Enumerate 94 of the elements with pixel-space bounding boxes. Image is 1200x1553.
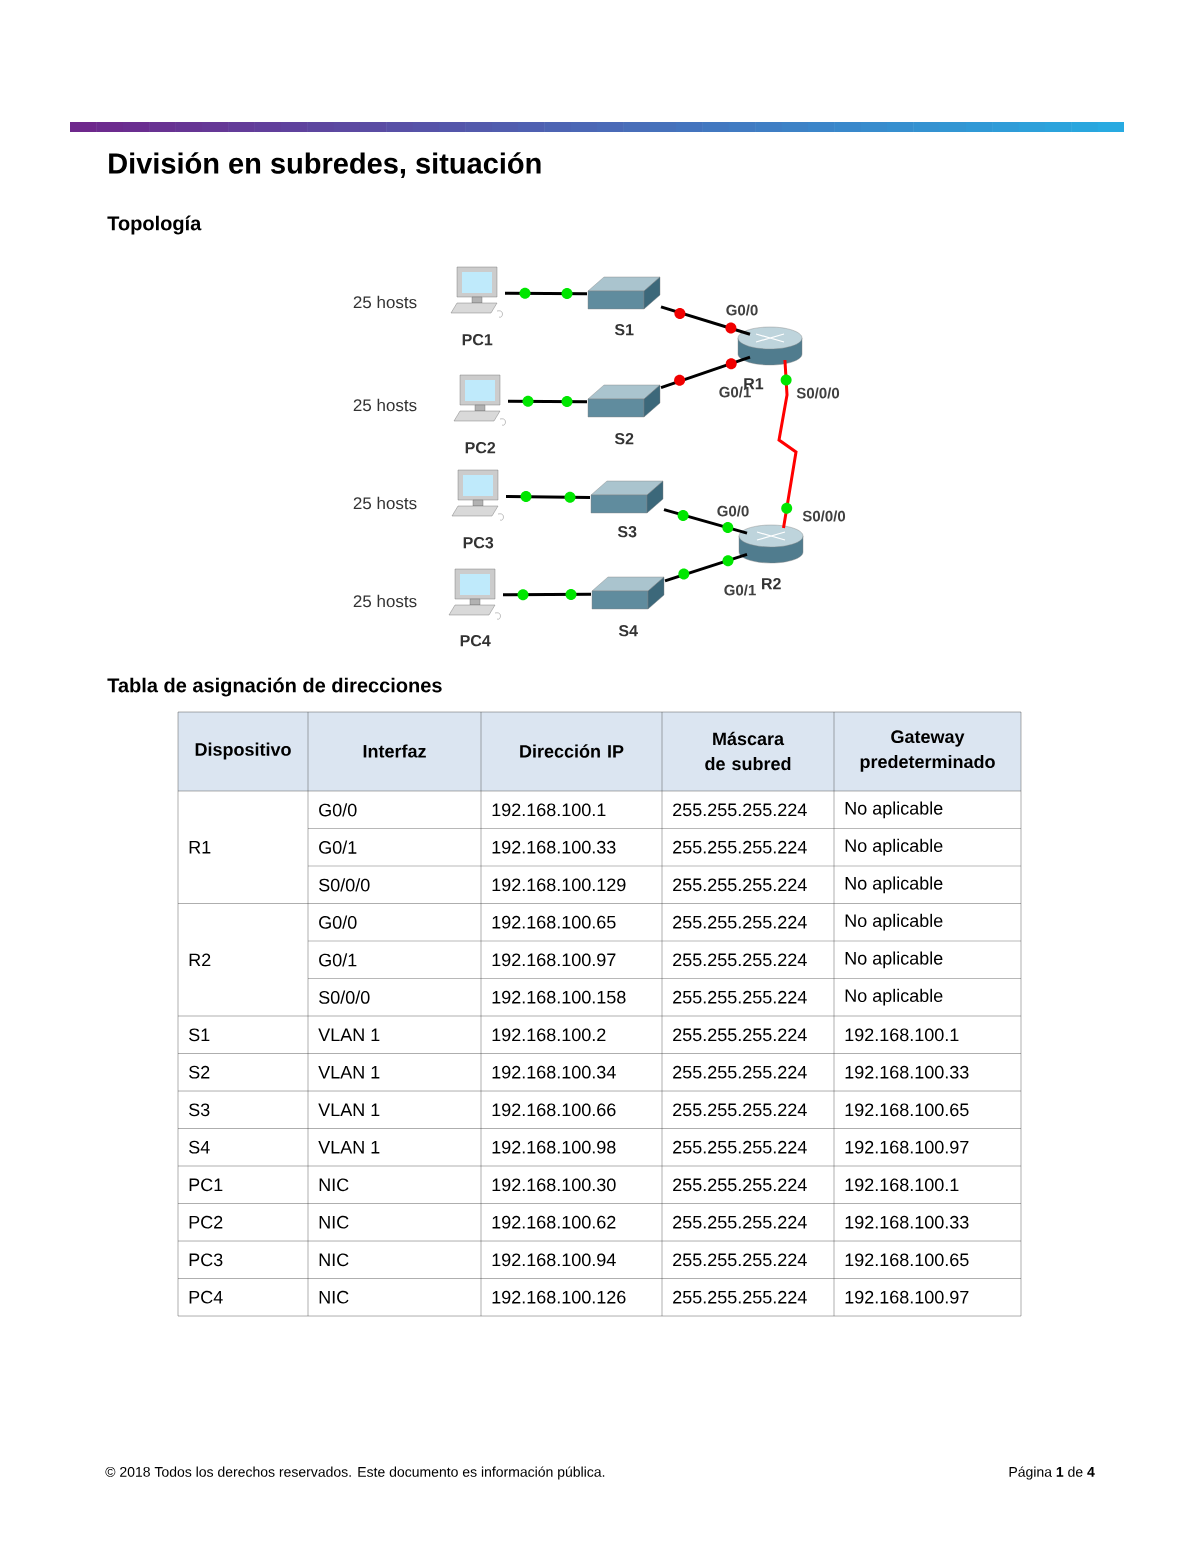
section-heading: Tabla de asignación de direcciones [107,677,442,697]
device-label: S1 [614,324,634,336]
table-entry: VLAN 1 [318,1066,380,1079]
table-entry: VLAN 1 [318,1028,380,1041]
table-entry: VLAN 1 [318,1141,380,1154]
table-entry: PC3 [189,1253,223,1267]
table-entry: G0/1 [319,953,357,967]
table-entry: 255.255.255.224 [673,990,807,1004]
table-entry: NIC [319,1290,349,1304]
device-label: PC1 [462,334,493,346]
column-header: Máscara de subred [705,731,791,771]
table-entry: 255.255.255.224 [673,840,807,854]
table-entry: 192.168.100.34 [492,1065,616,1079]
table-entry: No aplicable [845,876,943,894]
table-entry: G0/0 [319,915,357,929]
host-count: 25 hosts [353,398,417,412]
table-entry: NIC [319,1178,349,1192]
table-entry: S1 [189,1028,210,1042]
table-entry: 192.168.100.2 [492,1028,606,1042]
table-entry: 192.168.100.98 [492,1140,616,1154]
table-entry: NIC [319,1253,349,1267]
table-entry: 192.168.100.62 [492,1215,616,1229]
device-label: PC2 [465,442,496,454]
host-count: 25 hosts [353,496,417,510]
table-entry: 192.168.100.97 [845,1290,969,1304]
table-entry: 192.168.100.65 [845,1253,969,1267]
device-label: S2 [614,433,634,445]
table-entry: 192.168.100.65 [845,1103,969,1117]
interface-label: G0/0 [726,304,758,316]
table-entry: No aplicable [845,988,943,1006]
table-entry: PC1 [189,1178,223,1192]
table-entry: No aplicable [845,951,943,969]
table-entry: PC4 [189,1290,223,1304]
title: División en subredes, situación [109,152,541,178]
interface-label: S0/0/0 [802,510,846,522]
table-entry: 255.255.255.224 [673,1065,807,1079]
table-entry: 192.168.100.97 [845,1140,969,1154]
table-entry: 255.255.255.224 [673,1178,807,1192]
table-entry: 192.168.100.129 [492,878,626,892]
table-entry: 255.255.255.224 [673,1253,807,1267]
device-label: S4 [618,625,638,637]
table-entry: 255.255.255.224 [673,803,807,817]
table-entry: 255.255.255.224 [673,1290,807,1304]
table-entry: 192.168.100.30 [492,1178,616,1192]
table-entry: 255.255.255.224 [673,1140,807,1154]
device-label: PC4 [460,635,491,647]
column-header: Gateway predeterminado [860,730,995,772]
table-entry: S3 [189,1103,210,1117]
interface-label: G0/1 [724,584,756,596]
interface-label: S0/0/0 [796,387,840,399]
host-count: 25 hosts [353,594,417,608]
table-entry: S2 [189,1065,210,1079]
device-label: R2 [762,578,781,590]
table-entry: 192.168.100.33 [492,840,616,854]
table-entry: 192.168.100.1 [492,803,606,817]
table-entry: 192.168.100.126 [492,1290,626,1304]
column-header: Dispositivo [195,742,291,760]
table-entry: 192.168.100.158 [492,990,626,1004]
table-entry: 192.168.100.94 [492,1253,616,1267]
device-label: PC3 [463,537,494,549]
table-entry: 192.168.100.1 [845,1028,959,1042]
table-entry: S0/0/0 [319,990,370,1004]
device-label: S3 [617,526,637,538]
table-entry: 255.255.255.224 [673,1028,807,1042]
table-entry: PC2 [189,1215,223,1229]
table-entry: 255.255.255.224 [673,1103,807,1117]
table-entry: R1 [189,841,211,854]
table-entry: 192.168.100.1 [845,1178,959,1192]
table-entry: S0/0/0 [319,878,370,892]
page-number: Página 1 de 4 [1009,1466,1095,1480]
section-heading: Topología [107,215,202,235]
table-entry: R2 [189,953,211,967]
host-count: 25 hosts [353,295,417,309]
table-entry: 192.168.100.65 [492,915,616,929]
table-entry: 192.168.100.33 [845,1065,969,1079]
table-entry: 255.255.255.224 [673,878,807,892]
table-entry: VLAN 1 [318,1103,380,1116]
table-entry: G0/0 [319,803,357,817]
table-entry: 192.168.100.33 [845,1215,969,1229]
table-entry: 255.255.255.224 [673,915,807,929]
table-entry: S4 [189,1140,210,1154]
table-entry: NIC [319,1215,349,1229]
table-entry: 192.168.100.97 [492,953,616,967]
table-entry: G0/1 [319,840,357,854]
table-entry: No aplicable [845,838,943,856]
column-header: Interfaz [363,744,426,758]
table-entry: 255.255.255.224 [673,953,807,967]
table-entry: 192.168.100.66 [492,1103,616,1117]
column-header: Dirección IP [520,744,624,758]
table-entry: 255.255.255.224 [673,1215,807,1229]
footer-note: © 2018 Todos los derechos reservados. Este documento es información pública. [105,1466,605,1480]
interface-label: G0/0 [717,505,749,517]
table-entry: No aplicable [845,801,943,819]
table-entry: No aplicable [845,913,943,931]
